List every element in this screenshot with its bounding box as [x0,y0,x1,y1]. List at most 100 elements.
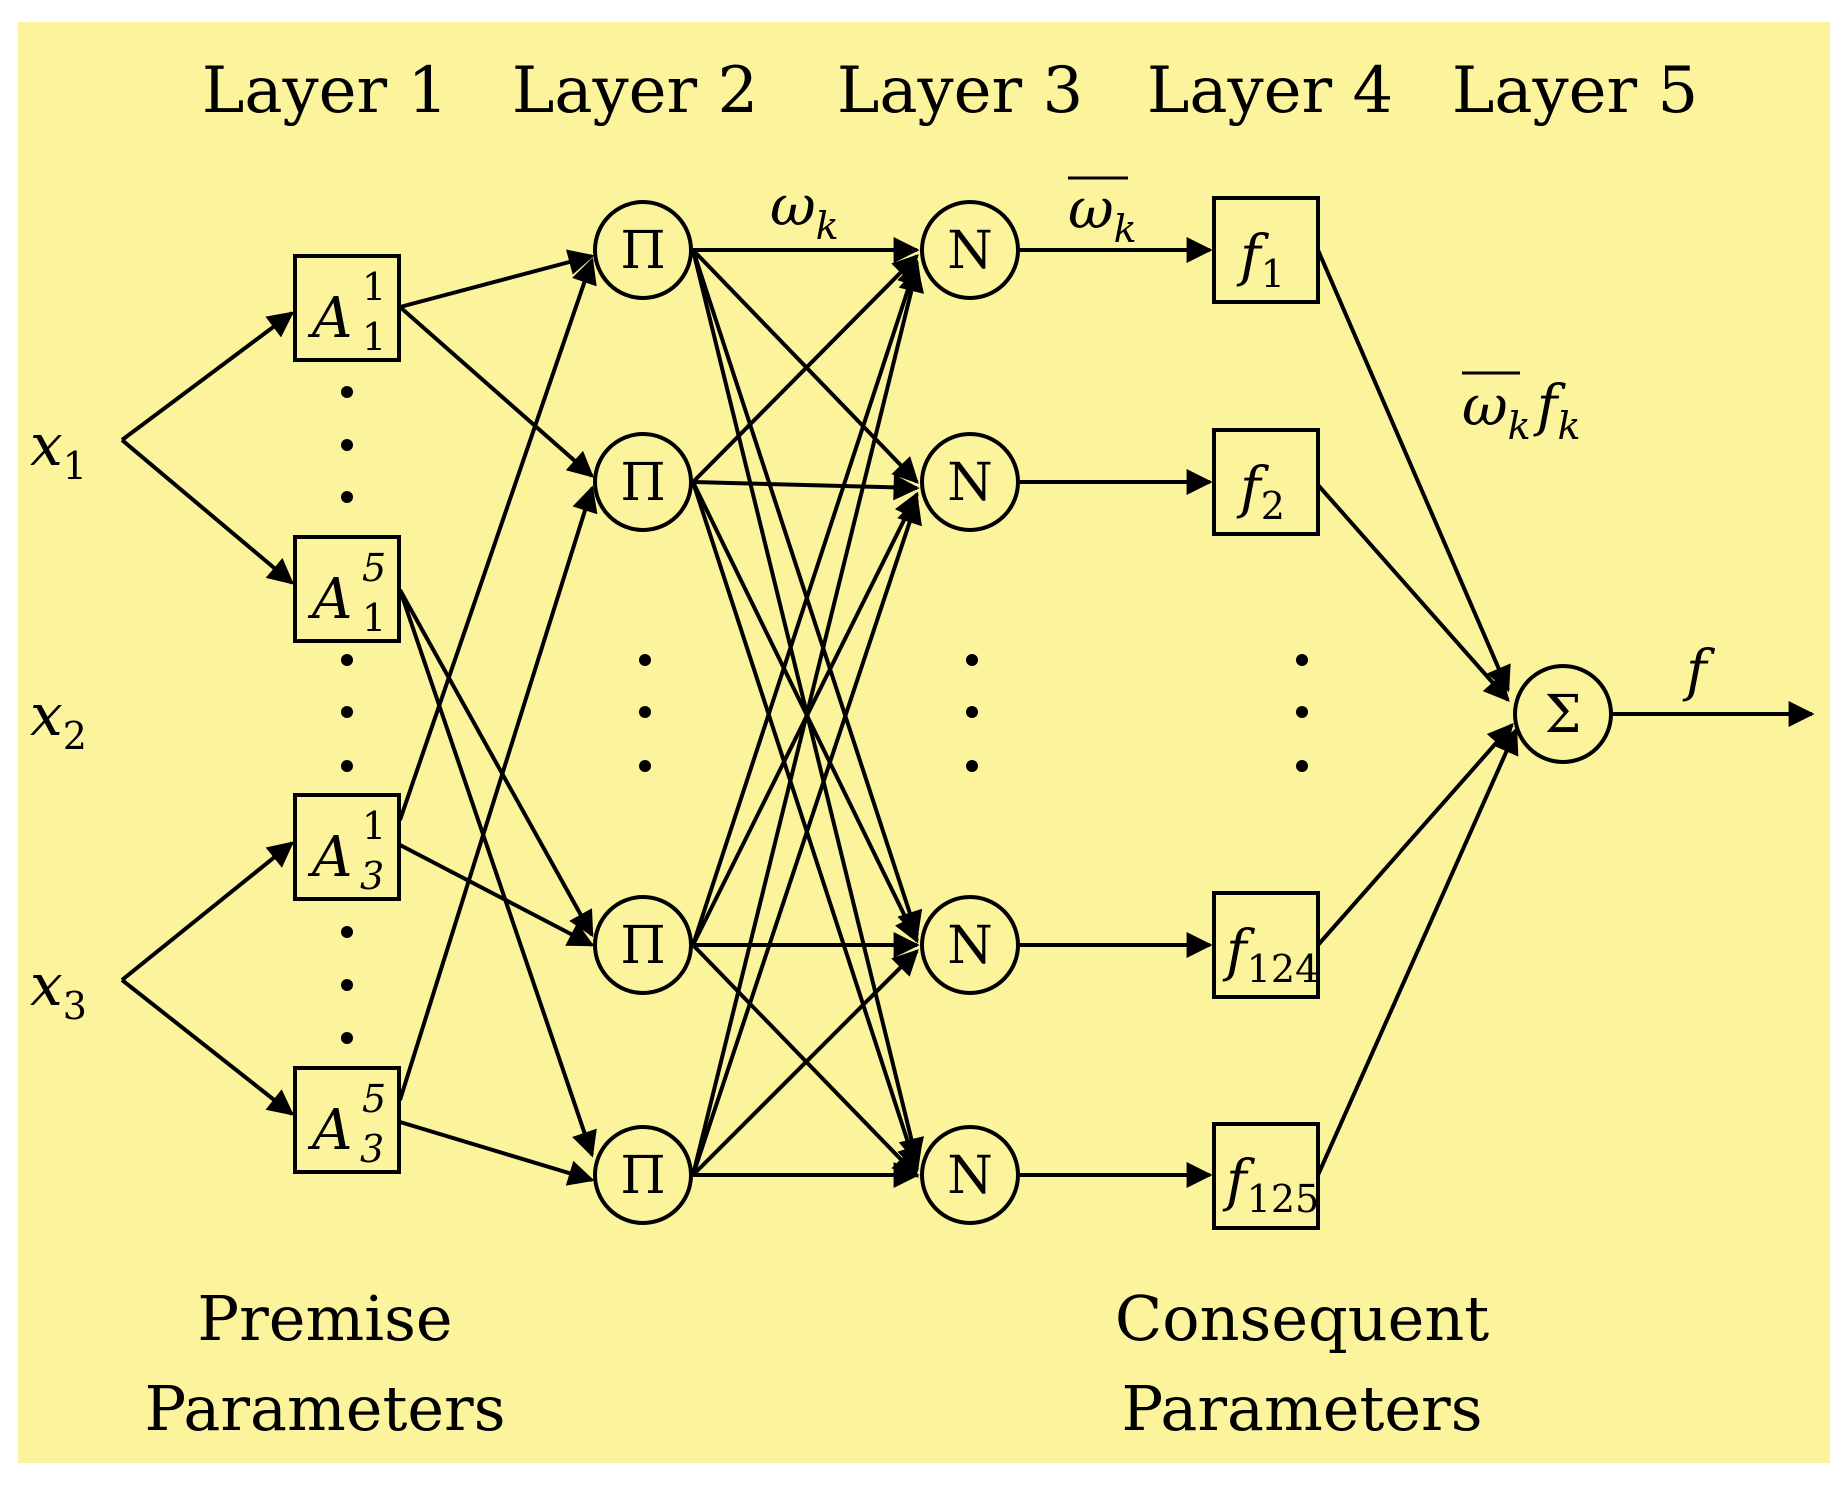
input-x1-base: x [30,411,63,479]
node-f124-label: f124 [1222,919,1319,991]
node-p4-circle [593,1125,693,1225]
ellipsis-dot [341,491,353,503]
input-x3-base: x [30,951,63,1019]
layer-3-labels: N N N N [947,221,993,1206]
weighted-output-wsub: k [1508,404,1531,448]
node-f124-sub: 124 [1247,947,1320,991]
node-a35-box [293,1066,401,1174]
edge-f1-sum [1316,249,1511,693]
layer-3-label: Layer 3 [837,54,1083,128]
node-n4-symbol: N [947,1146,993,1206]
layer-1-label: Layer 1 [202,54,448,128]
node-a35-label: A [307,1098,352,1163]
layer-4-ellipses [1296,654,1308,772]
node-f2-box [1212,428,1320,536]
edge-a35-p4 [399,1120,595,1186]
layer-4-nodes [1212,196,1320,1230]
node-a11-sub: 1 [362,315,386,359]
ellipsis-dot [966,654,978,666]
edge-x1-a15 [120,438,294,585]
layer-3-ellipses [966,654,978,772]
node-a31-sup: 1 [362,804,386,848]
node-f1-box [1212,196,1320,304]
consequent-caption-line1: Consequent [1115,1282,1489,1355]
node-f125-box [1212,1122,1320,1230]
edge-a35-p2 [398,485,598,1101]
ellipsis-dot [341,926,353,938]
layer-2-nodes [593,200,693,1225]
layer-headers: Layer 1 Layer 2 Layer 3 Layer 4 Layer 5 [202,54,1698,128]
node-p4-symbol: Π [620,1146,665,1206]
input-x1-label: x1 [30,411,87,488]
input-x3-label: x3 [30,951,87,1028]
node-n3-circle [920,895,1020,995]
node-a11-box [293,254,401,362]
node-f124-box [1212,891,1320,999]
ellipsis-dot [341,1032,353,1044]
norm-weight-base: ω [1068,177,1114,242]
node-p3-symbol: Π [620,916,665,976]
node-sum-circle [1513,664,1613,764]
edge-f125-sum [1316,727,1519,1176]
node-a15-box [293,535,401,643]
input-x1-sub: 1 [63,444,87,488]
ellipsis-dot [341,979,353,991]
ellipsis-dot [1296,654,1308,666]
edge-p3-n1 [691,259,923,946]
edge-a11-p1 [399,249,595,309]
node-a11-label: A [307,286,352,351]
node-p3-circle [593,895,693,995]
node-p2-symbol: Π [620,453,665,513]
edge-f124-sum [1316,723,1514,947]
edge-p4-n2 [691,497,922,1176]
node-a35-base: A [307,1098,352,1163]
node-a15-sub: 1 [362,596,386,640]
input-x3-sub: 3 [63,984,87,1028]
input-x2-base: x [30,681,63,749]
input-x2-label: x2 [30,681,87,758]
ellipsis-dot [1296,706,1308,718]
layer-4-labels: f1 f2 f124 f125 [1222,224,1319,1221]
node-a31-box [293,793,401,901]
weighted-output-fsub: k [1557,404,1580,448]
premise-caption-line2: Parameters [144,1372,505,1445]
edge-x3-a35 [120,978,295,1116]
weight-label-base: ω [770,174,816,239]
layer-5-label: Layer 5 [1452,54,1698,128]
node-a15-sup: 5 [362,546,386,590]
inputs: x1 x2 x3 [30,411,87,1028]
consequent-caption-line2: Parameters [1121,1372,1482,1445]
weighted-output-w: ω [1462,374,1508,439]
edge-f2-sum [1316,483,1510,702]
edge-x3-a31 [120,841,295,982]
layer-3-nodes [920,200,1020,1225]
edge-p1-n4 [691,249,925,1165]
node-sum-symbol: Σ [1545,685,1582,745]
node-n3-symbol: N [947,916,993,976]
node-f2-label: f2 [1236,456,1285,528]
edge-p1-n3 [691,249,923,938]
layer-2-ellipses [639,654,651,772]
norm-weight-text: ωk [1068,177,1137,251]
node-n2-symbol: N [947,453,993,513]
edge-p2-n2 [692,474,920,501]
edge-p2-n1 [691,254,919,484]
node-f2-sub: 2 [1261,484,1285,528]
ellipsis-dot [639,706,651,718]
node-p1-symbol: Π [620,221,665,281]
node-a35-sup: 5 [362,1077,386,1121]
edge-a15-p4 [398,589,597,1158]
node-n1-circle [920,200,1020,300]
ellipsis-dot [341,706,353,718]
node-a31-label: A [307,825,352,890]
ellipsis-dot [1296,760,1308,772]
edge-p1-n2 [691,248,919,484]
edge-p2-n3 [691,481,919,944]
edge-a31-p3 [399,843,595,947]
norm-weight-sub: k [1114,207,1137,251]
node-a35-sub: 3 [360,1127,384,1171]
layer-1-nodes [293,254,401,1174]
